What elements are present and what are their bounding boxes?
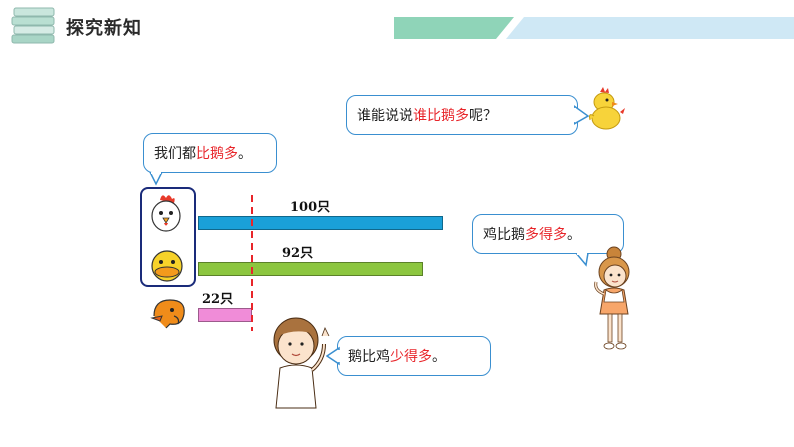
left-text-red: 比鹅多 bbox=[196, 146, 238, 162]
question-text-pre: 谁能说说 bbox=[357, 108, 413, 124]
bottom-text-post: 。 bbox=[432, 349, 446, 365]
goose-icon bbox=[150, 296, 190, 330]
duck-icon bbox=[145, 246, 189, 286]
bottom-bubble-tail bbox=[325, 346, 340, 366]
bar-2 bbox=[198, 262, 424, 276]
right-text-red: 多得多 bbox=[525, 227, 567, 243]
bottom-text-red: 少得多 bbox=[390, 349, 432, 365]
question-text-red: 谁比鹅多 bbox=[413, 108, 469, 124]
left-text-pre: 我们都 bbox=[154, 146, 196, 162]
question-text-post: 呢？ bbox=[469, 108, 497, 124]
right-text-post: 。 bbox=[567, 227, 581, 243]
chicken-icon bbox=[146, 192, 186, 236]
question-bubble-tail bbox=[573, 104, 590, 126]
page-title: 探究新知 bbox=[66, 18, 142, 39]
left-bubble-tail bbox=[148, 171, 166, 186]
animal-group-frame bbox=[140, 187, 196, 287]
right-bubble-tail bbox=[574, 252, 592, 267]
girl-figure bbox=[588, 246, 640, 354]
books-icon bbox=[10, 4, 60, 48]
header-banner-green bbox=[394, 17, 514, 39]
bar-1-label: 100只 bbox=[290, 200, 331, 215]
bottom-bubble: 鹅比鸡少得多。 bbox=[337, 336, 491, 376]
header-banner-blue bbox=[506, 17, 794, 39]
right-text-pre: 鸡比鹅 bbox=[483, 227, 525, 243]
boy-figure bbox=[266, 312, 338, 424]
bottom-text-pre: 鹅比鸡 bbox=[348, 349, 390, 365]
bar-3 bbox=[198, 308, 252, 322]
question-bubble: 谁能说说谁比鹅多呢？ bbox=[346, 95, 578, 135]
bar-1 bbox=[198, 216, 443, 230]
right-bubble: 鸡比鹅多得多。 bbox=[472, 214, 624, 254]
reference-dashed-line bbox=[250, 195, 254, 331]
bar-2-label: 92只 bbox=[282, 246, 314, 261]
left-text-post: 。 bbox=[238, 146, 252, 162]
chick-icon bbox=[586, 86, 626, 130]
bar-3-label: 22只 bbox=[202, 292, 234, 307]
left-bubble: 我们都比鹅多。 bbox=[143, 133, 277, 173]
